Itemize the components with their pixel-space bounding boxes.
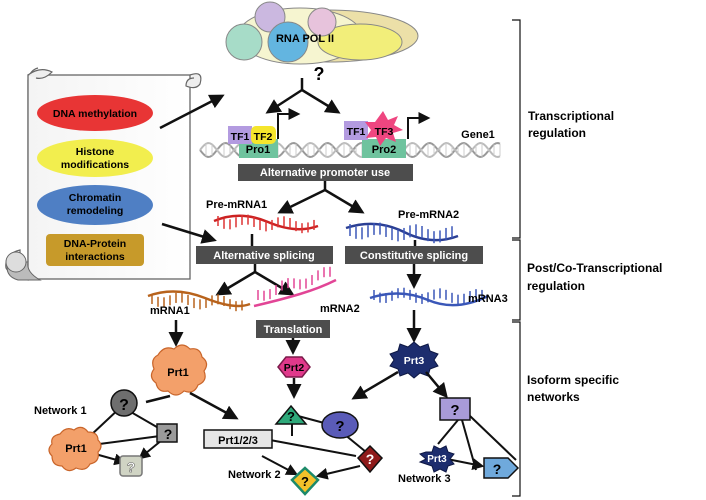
rna-pol-complex: RNA POL II — [225, 1, 419, 65]
tf3-label: TF3 — [375, 126, 394, 138]
splice-arrows — [215, 264, 422, 296]
tf1-b-label: TF1 — [347, 126, 366, 138]
question-mark-top: ? — [314, 64, 325, 84]
tf3-star — [365, 111, 403, 146]
promoter-arrows — [277, 181, 365, 214]
prt1-blob — [150, 344, 208, 396]
prt3-label: Prt3 — [404, 355, 425, 367]
right-brackets — [512, 19, 521, 497]
alt-splicing-label: Alternative splicing — [213, 250, 314, 262]
mrna2-strand — [253, 266, 337, 308]
prt2-hexagon — [277, 356, 311, 378]
network1-target-q: ? — [127, 459, 136, 475]
dna-protein-box — [46, 234, 144, 266]
network3-square-q: ? — [450, 402, 459, 419]
chromatin-label-2: remodeling — [67, 205, 124, 217]
const-splicing-banner — [345, 246, 483, 264]
network3-prt3-star — [418, 445, 455, 473]
protein-network-arrows — [145, 370, 448, 420]
network2-ellipse — [321, 411, 359, 439]
network3-target-tag — [483, 457, 520, 479]
network2-target-diamond — [290, 466, 320, 496]
network3-prt3-label: Prt3 — [427, 454, 447, 465]
tf2-box — [251, 126, 276, 144]
pre-mrna1-label: Pre-mRNA1 — [206, 199, 267, 211]
isoform-label-2: networks — [527, 390, 580, 404]
mrna1-strand — [147, 290, 251, 312]
histone-label-1: Histone — [76, 146, 115, 158]
mrna1-label: mRNA1 — [150, 305, 190, 317]
histone-ellipse — [37, 139, 153, 177]
pro2-box — [362, 139, 406, 158]
tf2-label: TF2 — [254, 131, 273, 143]
network2-red-q: ? — [366, 451, 375, 467]
network1-square-q: ? — [164, 426, 173, 442]
dna-protein-label-1: DNA-Protein — [64, 238, 126, 250]
transcriptional-label-1: Transcriptional — [528, 109, 614, 123]
pre-mrna1-strand — [213, 214, 319, 234]
pre-mrna2-strand — [345, 222, 459, 244]
mrna3-label: mRNA3 — [468, 293, 508, 305]
mrna-to-protein-arrows — [168, 310, 422, 355]
post-transcriptional-label-2: regulation — [527, 279, 585, 293]
network2-red-diamond — [356, 444, 384, 474]
transcriptional-label-2: regulation — [528, 126, 586, 140]
network1-gray-circle — [110, 389, 138, 417]
alt-promoter-label: Alternative promoter use — [260, 167, 390, 179]
prt3-star — [389, 341, 439, 379]
network3-square — [439, 397, 471, 421]
scroll-arrows — [159, 94, 225, 244]
network3-target-q: ? — [493, 461, 502, 477]
epigenetic-scroll: DNA methylation Histone modifications Ch… — [5, 67, 202, 281]
alt-promoter-banner — [238, 164, 413, 181]
tf1-a-box — [228, 126, 252, 144]
histone-label-2: modifications — [61, 159, 129, 171]
tf1-b-box — [344, 121, 368, 140]
rna-pol-label: RNA POL II — [276, 33, 334, 45]
network2-label: Network 2 — [228, 469, 281, 481]
translation-label: Translation — [264, 324, 323, 336]
pre-mrna2-label: Pre-mRNA2 — [398, 209, 459, 221]
network2-triangle-q: ? — [287, 409, 295, 424]
promoter-2: Pro2 TF1 TF3 — [344, 111, 431, 158]
const-splicing-label: Constitutive splicing — [360, 250, 468, 262]
promoter-1: Pro1 TF1 TF2 — [228, 108, 301, 158]
network2-ellipse-q: ? — [335, 418, 344, 435]
gene1-label: Gene1 — [461, 129, 495, 141]
chromatin-label-1: Chromatin — [69, 192, 122, 204]
prt123-label: Prt1/2/3 — [218, 435, 258, 447]
network1-gray-square — [156, 423, 178, 443]
network1-target-box — [119, 455, 143, 477]
network2-target-q: ? — [301, 474, 309, 489]
pro2-label: Pro2 — [372, 144, 396, 156]
prt123-box — [203, 429, 273, 449]
tf1-a-label: TF1 — [231, 131, 250, 143]
network1-prt1-blob — [48, 426, 102, 472]
mrna3-strand — [369, 287, 489, 307]
network3-label: Network 3 — [398, 473, 451, 485]
pol-arrows — [265, 78, 341, 114]
network1-label: Network 1 — [34, 405, 87, 417]
translation-banner — [256, 320, 330, 338]
dna-methylation-label: DNA methylation — [53, 108, 137, 120]
network1-circle-q: ? — [119, 397, 129, 414]
chromatin-ellipse — [37, 185, 153, 225]
network2-edges — [261, 415, 367, 480]
alt-splicing-banner — [196, 246, 333, 264]
post-transcriptional-label-1: Post/Co-Transcriptional — [527, 261, 662, 275]
prt1-label: Prt1 — [167, 367, 188, 379]
network1-prt1-label: Prt1 — [65, 443, 86, 455]
dna-methylation-ellipse — [37, 95, 153, 131]
network2-triangle — [274, 404, 308, 425]
isoform-label-1: Isoform specific — [527, 373, 619, 387]
mrna2-label: mRNA2 — [320, 303, 360, 315]
prt2-label: Prt2 — [284, 362, 305, 374]
dna-protein-label-2: interactions — [65, 251, 125, 263]
pro1-label: Pro1 — [246, 144, 270, 156]
